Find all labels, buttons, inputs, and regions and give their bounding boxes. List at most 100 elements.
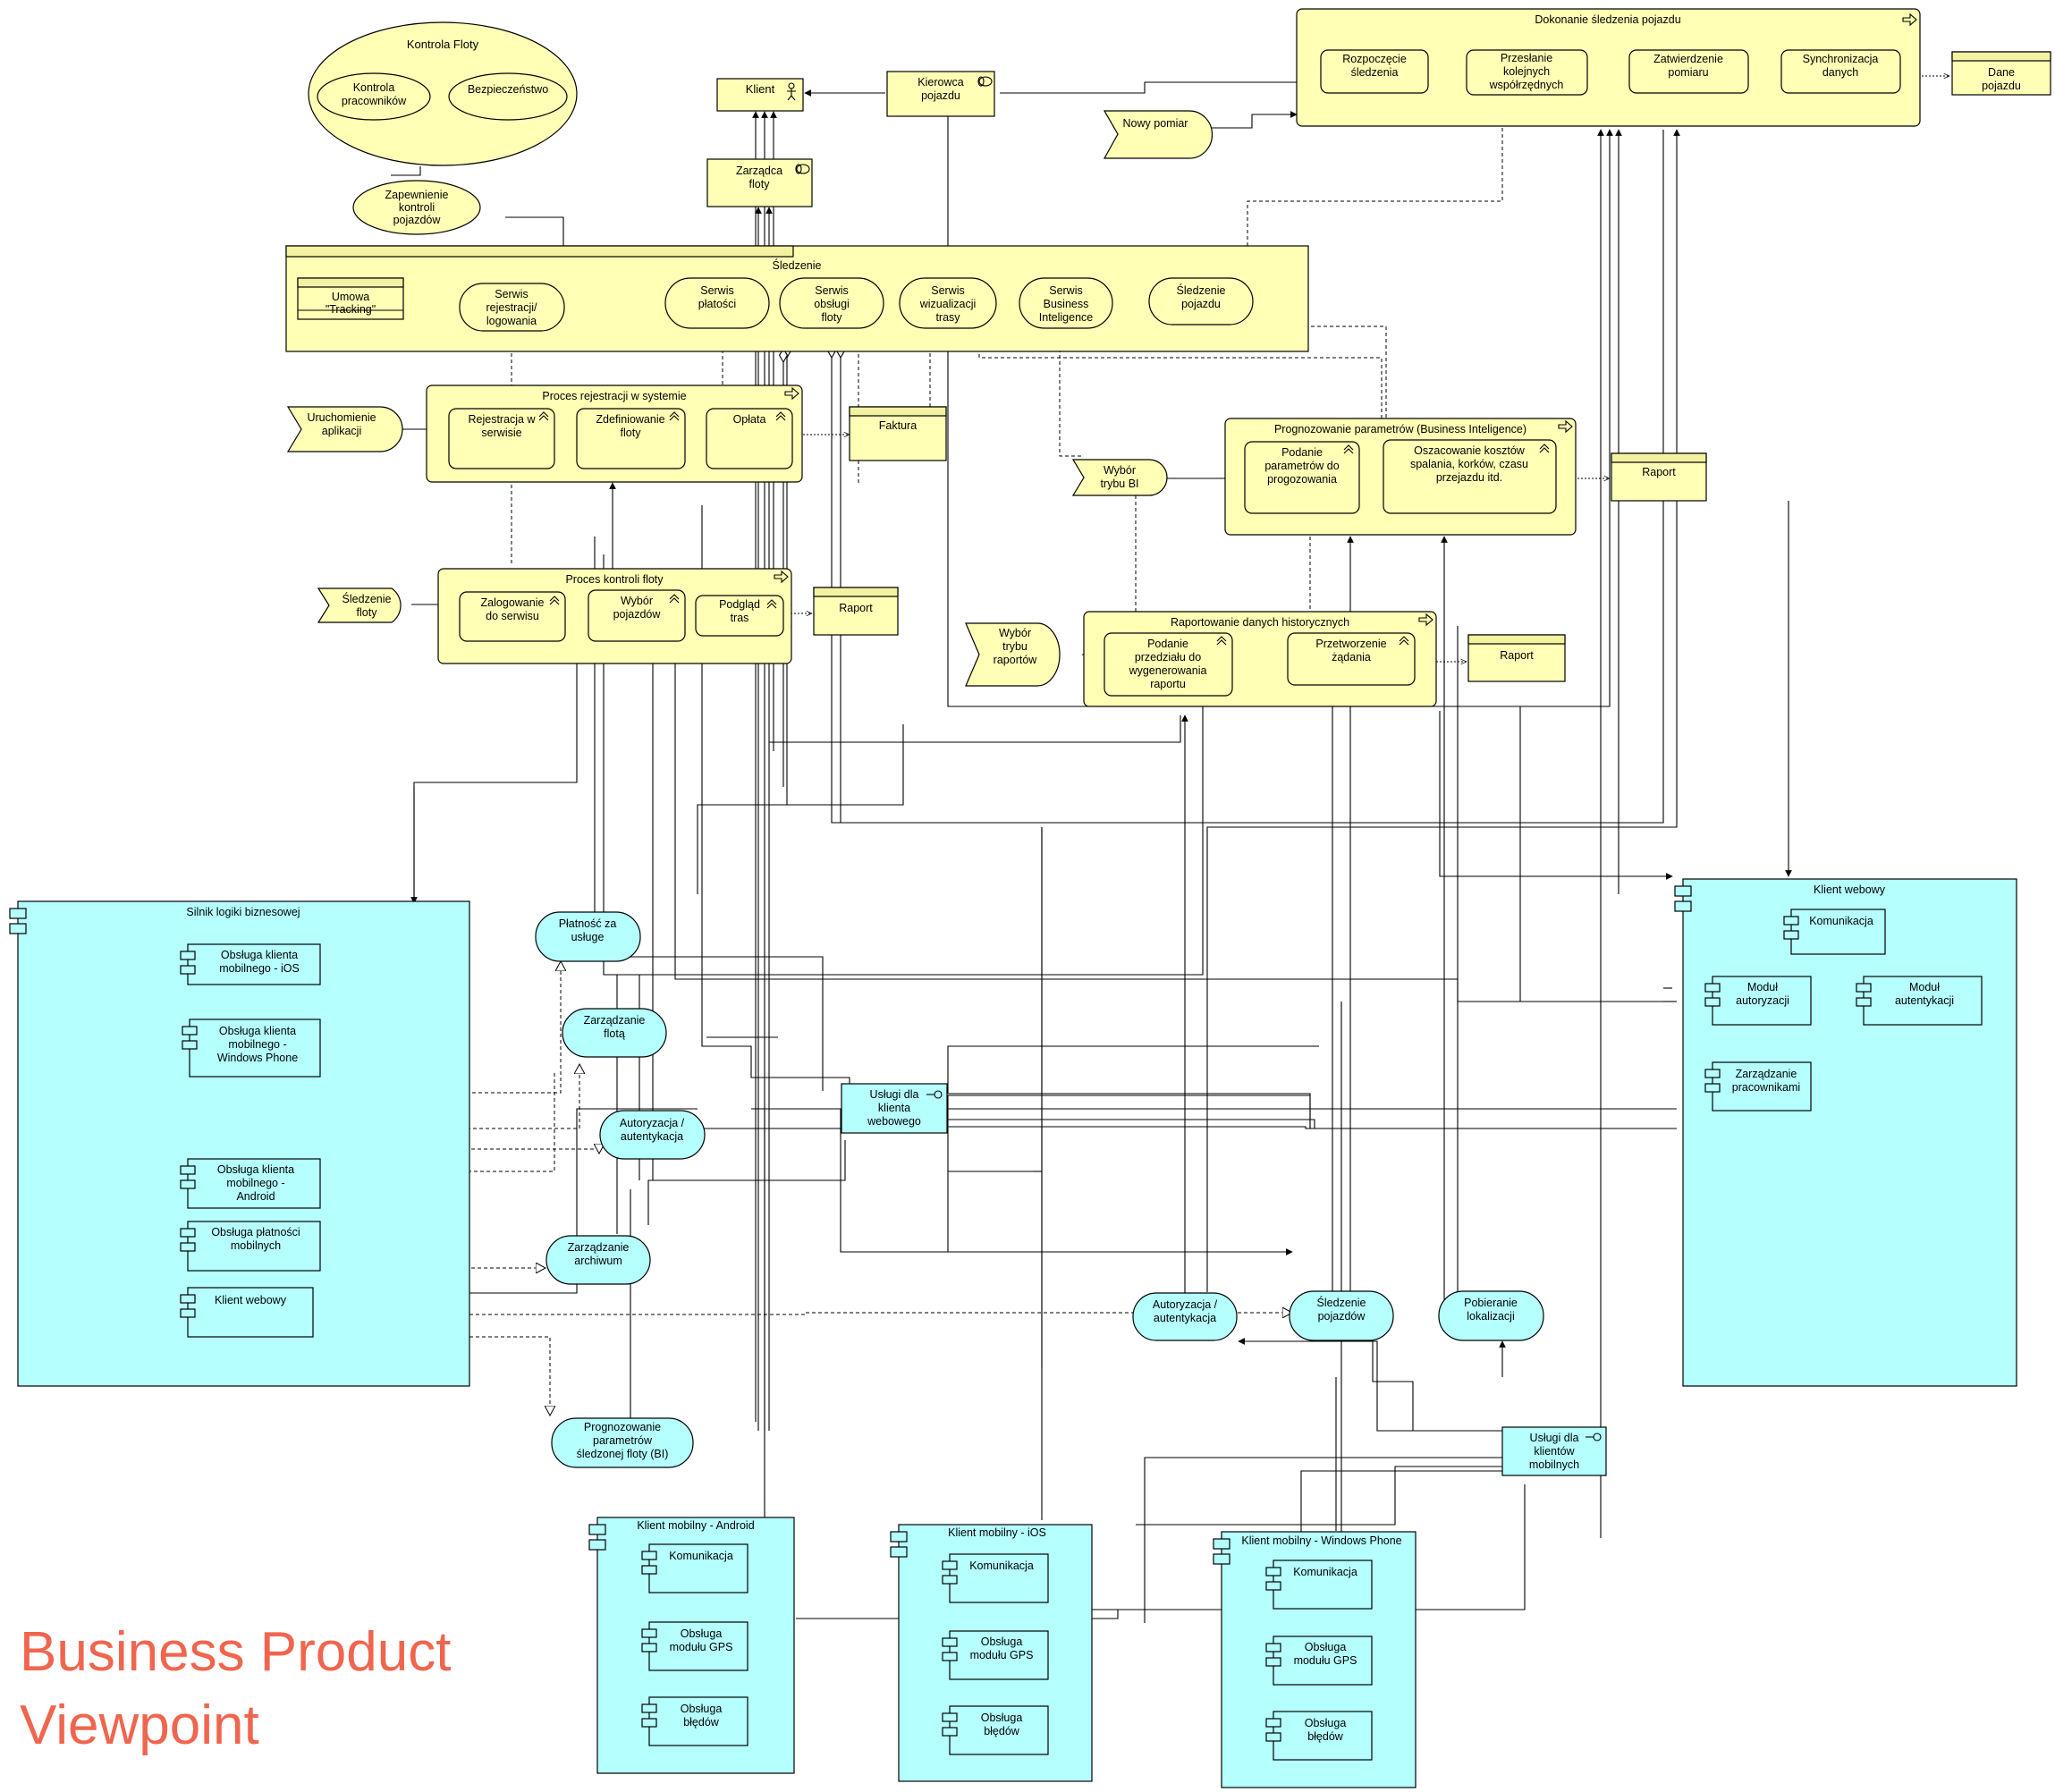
silnik-component[interactable]: Silnik logiki biznesowej Obsługa klienta… bbox=[9, 900, 470, 1387]
raport-object-1[interactable]: Raport bbox=[813, 587, 899, 636]
link-lines-43 bbox=[947, 1045, 1319, 1094]
bezpieczenstwo-shape[interactable] bbox=[448, 72, 568, 121]
proces-rejestracji[interactable]: Proces rejestracji w systemie Rejestracj… bbox=[426, 385, 803, 483]
link-lines-34 bbox=[1439, 711, 1672, 877]
link-lines-15 bbox=[947, 1095, 1677, 1129]
bezpieczenstwo-label: Bezpieczeństwo bbox=[468, 83, 548, 96]
dokonanie-title: Dokonanie śledzenia pojazdu bbox=[1535, 13, 1680, 26]
svc-autoryzacja-1[interactable]: Autoryzacja /autentykacja bbox=[599, 1110, 706, 1160]
bi-title: Prognozowanie parametrów (Business Intel… bbox=[1274, 423, 1526, 435]
klient-mobilny-wp[interactable]: Klient mobilny - Windows Phone Komunikac… bbox=[1213, 1531, 1417, 1788]
prognozowanie-bi-process[interactable]: Prognozowanie parametrów (Business Intel… bbox=[1224, 418, 1577, 536]
link-silnik-proces bbox=[410, 644, 578, 904]
link-lines-8 bbox=[701, 505, 853, 1092]
umowa-tracking-contract[interactable]: Umowa"Tracking" bbox=[297, 277, 404, 320]
process-icon bbox=[1558, 419, 1573, 434]
klient-mobilny-android[interactable]: Klient mobilny - Android Komunikacja Obs… bbox=[588, 1517, 795, 1774]
process-icon bbox=[1902, 13, 1917, 27]
klient-mobilny-ios[interactable]: Klient mobilny - iOS Komunikacja Obsługa… bbox=[890, 1524, 1093, 1782]
proces-kontroli-title: Proces kontroli floty bbox=[565, 573, 664, 586]
raportowanie-process[interactable]: Raportowanie danych historycznych Podani… bbox=[1083, 611, 1437, 707]
ios-komunikacja[interactable]: Komunikacja bbox=[942, 1553, 1049, 1603]
proces-rejestracji-title: Proces rejestracji w systemie bbox=[542, 390, 686, 402]
svc-autoryzacja-2[interactable]: Autoryzacja /autentykacja bbox=[1132, 1292, 1238, 1341]
android-komunikacja[interactable]: Komunikacja bbox=[641, 1543, 748, 1593]
viewpoint-title-line2: Viewpoint bbox=[20, 1695, 259, 1756]
faktura-object[interactable]: Faktura bbox=[849, 406, 947, 461]
klient-actor[interactable]: Klient bbox=[716, 78, 804, 112]
kontrola-pracownikow-shape[interactable] bbox=[317, 72, 431, 121]
raport-object-3[interactable]: Raport bbox=[1467, 634, 1566, 682]
kw-komunikacja[interactable]: Komunikacja bbox=[1783, 909, 1886, 955]
wp-komunikacja[interactable]: Komunikacja bbox=[1265, 1560, 1373, 1610]
silnik-item-klient-webowy[interactable]: Klient webowy bbox=[180, 1287, 314, 1338]
nowy-pomiar-event[interactable]: Nowy pomiar bbox=[1103, 110, 1214, 159]
raport-object-2[interactable]: Raport bbox=[1611, 452, 1707, 502]
role-icon bbox=[977, 76, 993, 87]
step-oplata[interactable]: Opłata bbox=[706, 408, 793, 469]
svg-text:Autoryzacja /autentykacja: Autoryzacja /autentykacja bbox=[620, 1117, 685, 1143]
